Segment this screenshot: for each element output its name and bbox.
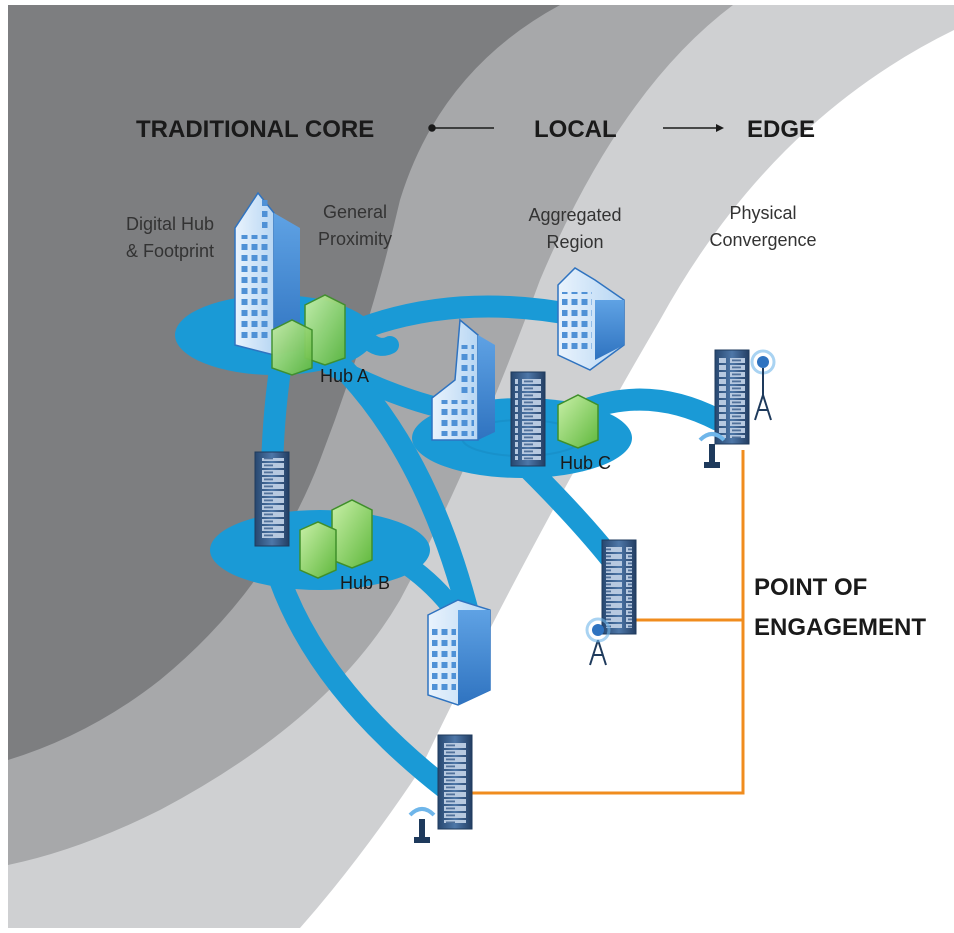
digital-hub-line-1: Digital Hub bbox=[125, 214, 215, 234]
hub-c-tower-building bbox=[431, 318, 495, 441]
digital-hub-label: Digital Hub & Footprint bbox=[110, 211, 230, 265]
aggregated-region-label: Aggregated Region bbox=[510, 202, 640, 256]
edge-server-rack-top bbox=[714, 349, 750, 445]
physical-convergence-line-1: Physical bbox=[729, 203, 797, 223]
edge-server-rack-bottom bbox=[437, 734, 473, 830]
edge-server-rack-middle bbox=[601, 539, 637, 635]
general-proximity-line-2: Proximity bbox=[317, 229, 392, 249]
general-proximity-line-1: General bbox=[322, 202, 388, 222]
engagement-lines bbox=[470, 450, 745, 795]
digital-hub-line-2: & Footprint bbox=[125, 241, 215, 261]
physical-convergence-label: Physical Convergence bbox=[693, 200, 833, 254]
general-proximity-label: General Proximity bbox=[300, 199, 410, 253]
hub-c-green-block bbox=[557, 394, 599, 449]
traditional-core-heading: TRADITIONAL CORE bbox=[136, 116, 375, 143]
wifi-antenna-icon bbox=[698, 432, 726, 468]
aggregated-region-building bbox=[557, 267, 625, 371]
hub-c-server-rack bbox=[510, 371, 546, 467]
aggregated-region-line-1: Aggregated bbox=[528, 205, 622, 225]
wifi-antenna-icon bbox=[408, 807, 436, 843]
local-heading: LOCAL bbox=[534, 116, 617, 143]
point-of-engagement-label: POINT OF ENGAGEMENT bbox=[754, 568, 926, 648]
hub-b-server-rack bbox=[254, 451, 290, 547]
physical-convergence-line-2: Convergence bbox=[709, 230, 817, 250]
hub-a-green-blocks bbox=[271, 294, 346, 376]
spectrum-arrows bbox=[428, 124, 724, 132]
hub-b-label: Hub B bbox=[340, 573, 391, 593]
point-of-engagement-line-2: ENGAGEMENT bbox=[754, 614, 927, 641]
hub-a-tower-building bbox=[234, 191, 300, 356]
point-of-engagement-line-1: POINT OF bbox=[754, 574, 868, 601]
cell-tower-icon bbox=[585, 617, 611, 666]
hub-b-green-blocks bbox=[299, 499, 373, 579]
aggregated-region-line-2: Region bbox=[546, 232, 604, 252]
edge-heading: EDGE bbox=[747, 116, 816, 143]
hub-c-label: Hub C bbox=[560, 453, 612, 473]
hub-a-label: Hub A bbox=[320, 366, 370, 386]
hub-b-office-building bbox=[427, 599, 491, 706]
cell-tower-icon bbox=[750, 349, 776, 421]
